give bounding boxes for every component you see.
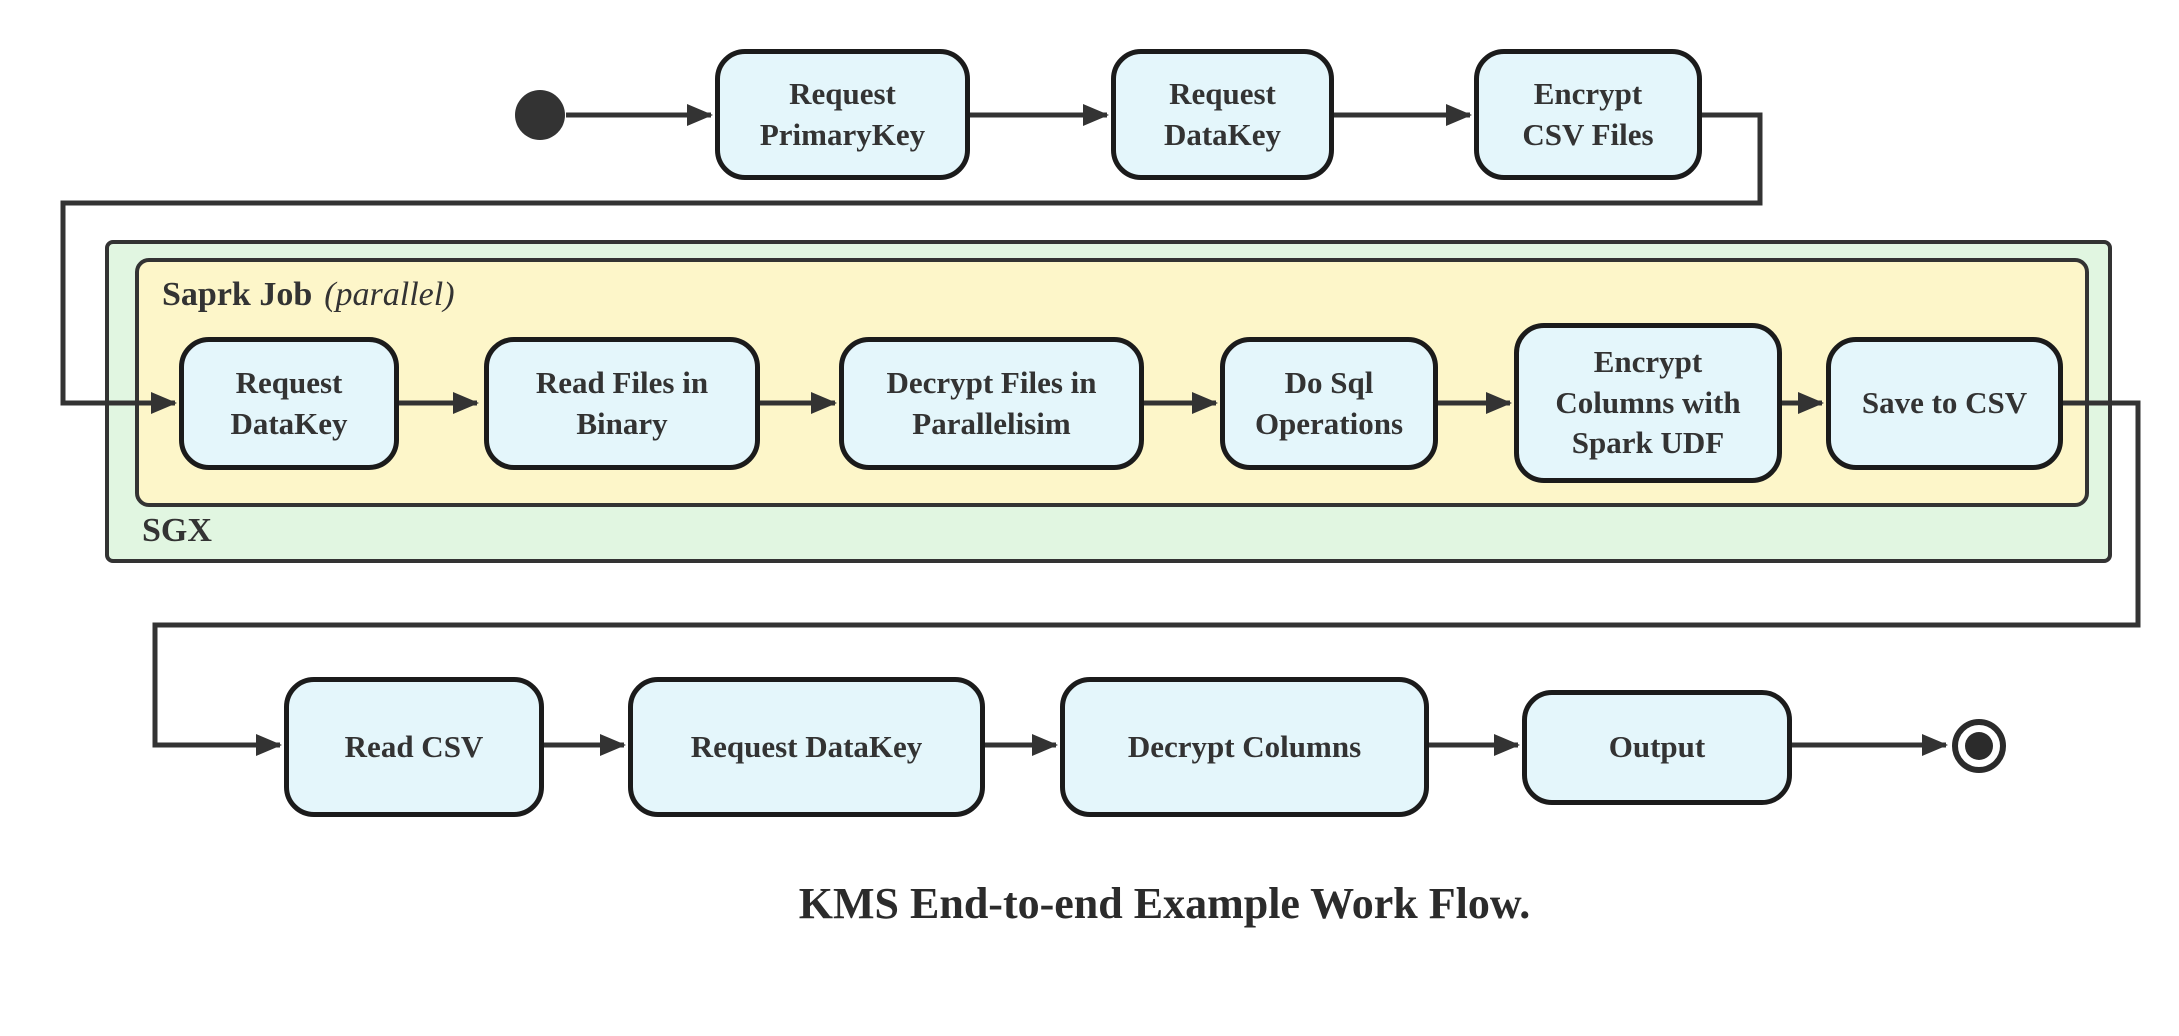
node-label: Encrypt CSV Files <box>1522 75 1654 152</box>
node-request-datakey-top: Request DataKey <box>1111 49 1334 180</box>
node-decrypt-columns: Decrypt Columns <box>1060 677 1429 817</box>
node-decrypt-files-in-parallelisim: Decrypt Files in Parallelisim <box>839 337 1144 470</box>
node-save-to-csv: Save to CSV <box>1826 337 2063 470</box>
node-label: Request DataKey <box>690 728 923 764</box>
start-state-icon <box>515 90 565 140</box>
node-request-datakey-spark: Request DataKey <box>179 337 399 470</box>
node-label: Request DataKey <box>230 364 348 441</box>
node-read-csv: Read CSV <box>284 677 544 817</box>
node-label: Output <box>1608 729 1706 765</box>
node-label: Encrypt Columns with Spark UDF <box>1555 343 1741 461</box>
node-request-datakey-bottom: Request DataKey <box>628 677 985 817</box>
node-output: Output <box>1522 690 1792 805</box>
node-encrypt-csv-files: Encrypt CSV Files <box>1474 49 1702 180</box>
node-encrypt-columns-with-spark-udf: Encrypt Columns with Spark UDF <box>1514 323 1782 483</box>
node-label: Request PrimaryKey <box>759 75 926 152</box>
node-label: Decrypt Files in Parallelisim <box>886 364 1097 441</box>
node-do-sql-operations: Do Sql Operations <box>1220 337 1438 470</box>
node-label: Save to CSV <box>1861 385 2028 421</box>
node-label: Decrypt Columns <box>1127 728 1362 764</box>
node-label: Request DataKey <box>1163 75 1282 152</box>
node-label: Read Files in Binary <box>535 364 709 441</box>
node-read-files-in-binary: Read Files in Binary <box>484 337 760 470</box>
diagram-caption: KMS End-to-end Example Work Flow. <box>798 879 1531 928</box>
node-label: Read CSV <box>344 728 484 764</box>
end-state-dot <box>1965 732 1993 760</box>
node-label: Do Sql Operations <box>1254 364 1404 441</box>
end-state-icon <box>1952 719 2006 773</box>
node-request-primarykey: Request PrimaryKey <box>715 49 970 180</box>
